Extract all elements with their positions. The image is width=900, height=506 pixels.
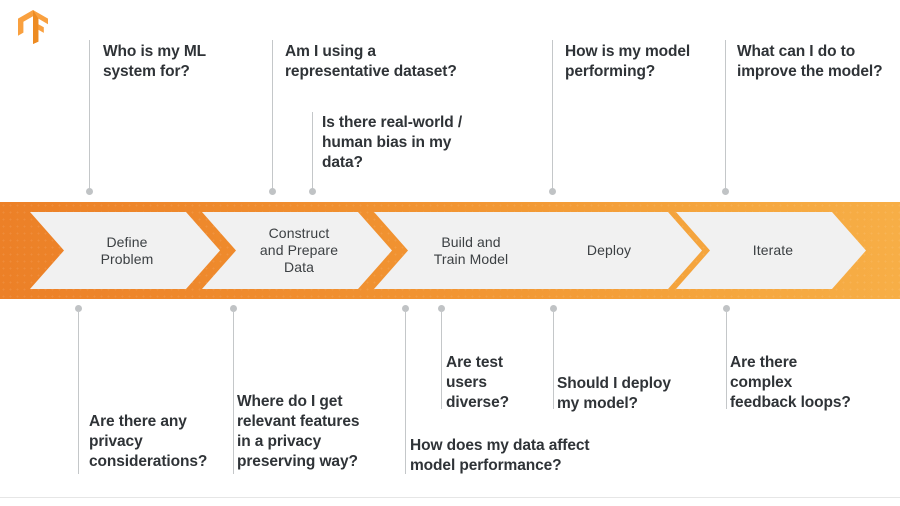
connector-dot-complex-feedback-loops bbox=[723, 305, 730, 312]
connector-line-who-is-my-ml-system-for bbox=[89, 40, 90, 190]
workflow-step-define-problem[interactable]: Define Problem bbox=[30, 212, 220, 289]
workflow-step-label: Iterate bbox=[752, 242, 794, 258]
connector-line-privacy-considerations bbox=[78, 310, 79, 474]
connector-dot-data-affect-performance bbox=[402, 305, 409, 312]
connector-line-improve-the-model bbox=[725, 40, 726, 190]
workflow-step-label: Deploy bbox=[586, 242, 632, 258]
connector-line-should-i-deploy bbox=[553, 310, 554, 409]
connector-dot-test-users-diverse bbox=[438, 305, 445, 312]
connector-line-representative-dataset bbox=[272, 40, 273, 190]
bottom-divider bbox=[0, 497, 900, 498]
question-who-is-my-ml-system-for: Who is my ML system for? bbox=[103, 43, 206, 80]
connector-line-relevant-features-privacy bbox=[233, 310, 234, 474]
connector-dot-privacy-considerations bbox=[75, 305, 82, 312]
connector-dot-how-is-my-model-performing bbox=[549, 188, 556, 195]
workflow-step-label: Construct and Prepare Data bbox=[259, 225, 339, 275]
connector-dot-representative-dataset bbox=[269, 188, 276, 195]
connector-dot-should-i-deploy bbox=[550, 305, 557, 312]
workflow-step-label: Build and Train Model bbox=[433, 233, 509, 267]
question-test-users-diverse: Are test users diverse? bbox=[446, 354, 509, 411]
connector-dot-who-is-my-ml-system-for bbox=[86, 188, 93, 195]
connector-dot-improve-the-model bbox=[722, 188, 729, 195]
connector-line-test-users-diverse bbox=[441, 310, 442, 409]
question-privacy-considerations: Are there any privacy considerations? bbox=[89, 413, 208, 470]
workflow-step-construct-prepare-data[interactable]: Construct and Prepare Data bbox=[202, 212, 392, 289]
connector-line-how-is-my-model-performing bbox=[552, 40, 553, 190]
question-data-affect-performance: How does my data affect model performanc… bbox=[410, 437, 590, 474]
question-real-world-human-bias: Is there real-world / human bias in my d… bbox=[322, 114, 463, 171]
question-improve-the-model: What can I do to improve the model? bbox=[737, 43, 883, 80]
connector-line-data-affect-performance bbox=[405, 310, 406, 474]
tensorflow-logo bbox=[18, 10, 48, 44]
question-should-i-deploy: Should I deploy my model? bbox=[557, 375, 671, 412]
question-how-is-my-model-performing: How is my model performing? bbox=[565, 43, 691, 80]
connector-line-real-world-human-bias bbox=[312, 112, 313, 190]
connector-dot-real-world-human-bias bbox=[309, 188, 316, 195]
workflow-step-label: Define Problem bbox=[100, 233, 154, 267]
connector-line-complex-feedback-loops bbox=[726, 310, 727, 409]
question-complex-feedback-loops: Are there complex feedback loops? bbox=[730, 354, 851, 411]
question-representative-dataset: Am I using a representative dataset? bbox=[285, 43, 457, 80]
workflow-step-iterate[interactable]: Iterate bbox=[676, 212, 866, 289]
workflow-steps: Define Problem Construct and Prepare Dat… bbox=[0, 202, 900, 299]
connector-dot-relevant-features-privacy bbox=[230, 305, 237, 312]
question-relevant-features-privacy: Where do I get relevant features in a pr… bbox=[237, 393, 360, 470]
